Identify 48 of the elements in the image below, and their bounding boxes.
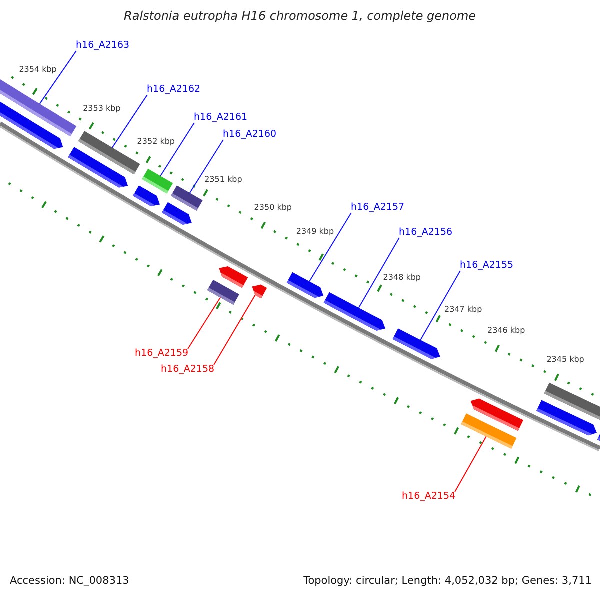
gene-feature [286, 272, 324, 298]
leader-line [420, 270, 461, 341]
gene-bar [142, 168, 174, 194]
scale-label: 2353 kbp [83, 104, 121, 114]
scale-label: 2348 kbp [383, 273, 421, 282]
gene-bar [207, 280, 240, 305]
gene-label: h16_A2160 [223, 130, 277, 140]
gene-feature [219, 266, 248, 288]
leader-line [188, 297, 221, 350]
gene-label: h16_A2156 [399, 228, 453, 238]
gene-feature [392, 328, 440, 360]
leader-line [309, 212, 352, 282]
gene-feature [162, 202, 192, 225]
scale-label: 2346 kbp [488, 326, 526, 336]
leader-line [39, 50, 77, 104]
leader-line [112, 94, 148, 148]
gene-feature [324, 292, 386, 331]
gene-feature [597, 434, 600, 442]
gene-label: h16_A2161 [194, 112, 248, 124]
gene-label: h16_A2162 [147, 84, 201, 96]
scale-label: 2347 kbp [444, 304, 482, 314]
gene-label: h16_A2155 [460, 260, 514, 272]
gene-feature [0, 102, 64, 149]
leader-line [214, 294, 256, 366]
scale-label: 2349 kbp [296, 226, 334, 236]
gene-label: h16_A2154 [402, 492, 456, 502]
gene-feature [252, 284, 268, 299]
scale-label: 2345 kbp [546, 354, 584, 364]
scale-label: 2354 kbp [19, 65, 57, 74]
gene-feature [68, 147, 128, 188]
gene-label: h16_A2158 [161, 364, 215, 376]
accession-text: Accession: NC_008313 [10, 575, 130, 588]
gene-label: h16_A2157 [351, 202, 405, 214]
genome-stats-text: Topology: circular; Length: 4,052,032 bp; Genes: 3,711 [304, 575, 592, 588]
leader-line [454, 436, 487, 492]
gene-feature [133, 186, 160, 206]
leader-line [160, 122, 195, 177]
scale-label: 2350 kbp [254, 203, 292, 213]
leader-line [189, 139, 224, 194]
map-title: Ralstonia eutropha H16 chromosome 1, complete genome [124, 10, 476, 24]
gene-label: h16_A2163 [76, 40, 130, 52]
scale-label: 2351 kbp [204, 175, 242, 185]
gene-bar [171, 186, 203, 211]
gene-feature [470, 398, 524, 432]
gene-feature [536, 400, 597, 436]
scale-label: 2352 kbp [137, 136, 175, 146]
gene-label: h16_A2159 [135, 348, 189, 360]
leader-line [358, 237, 400, 308]
